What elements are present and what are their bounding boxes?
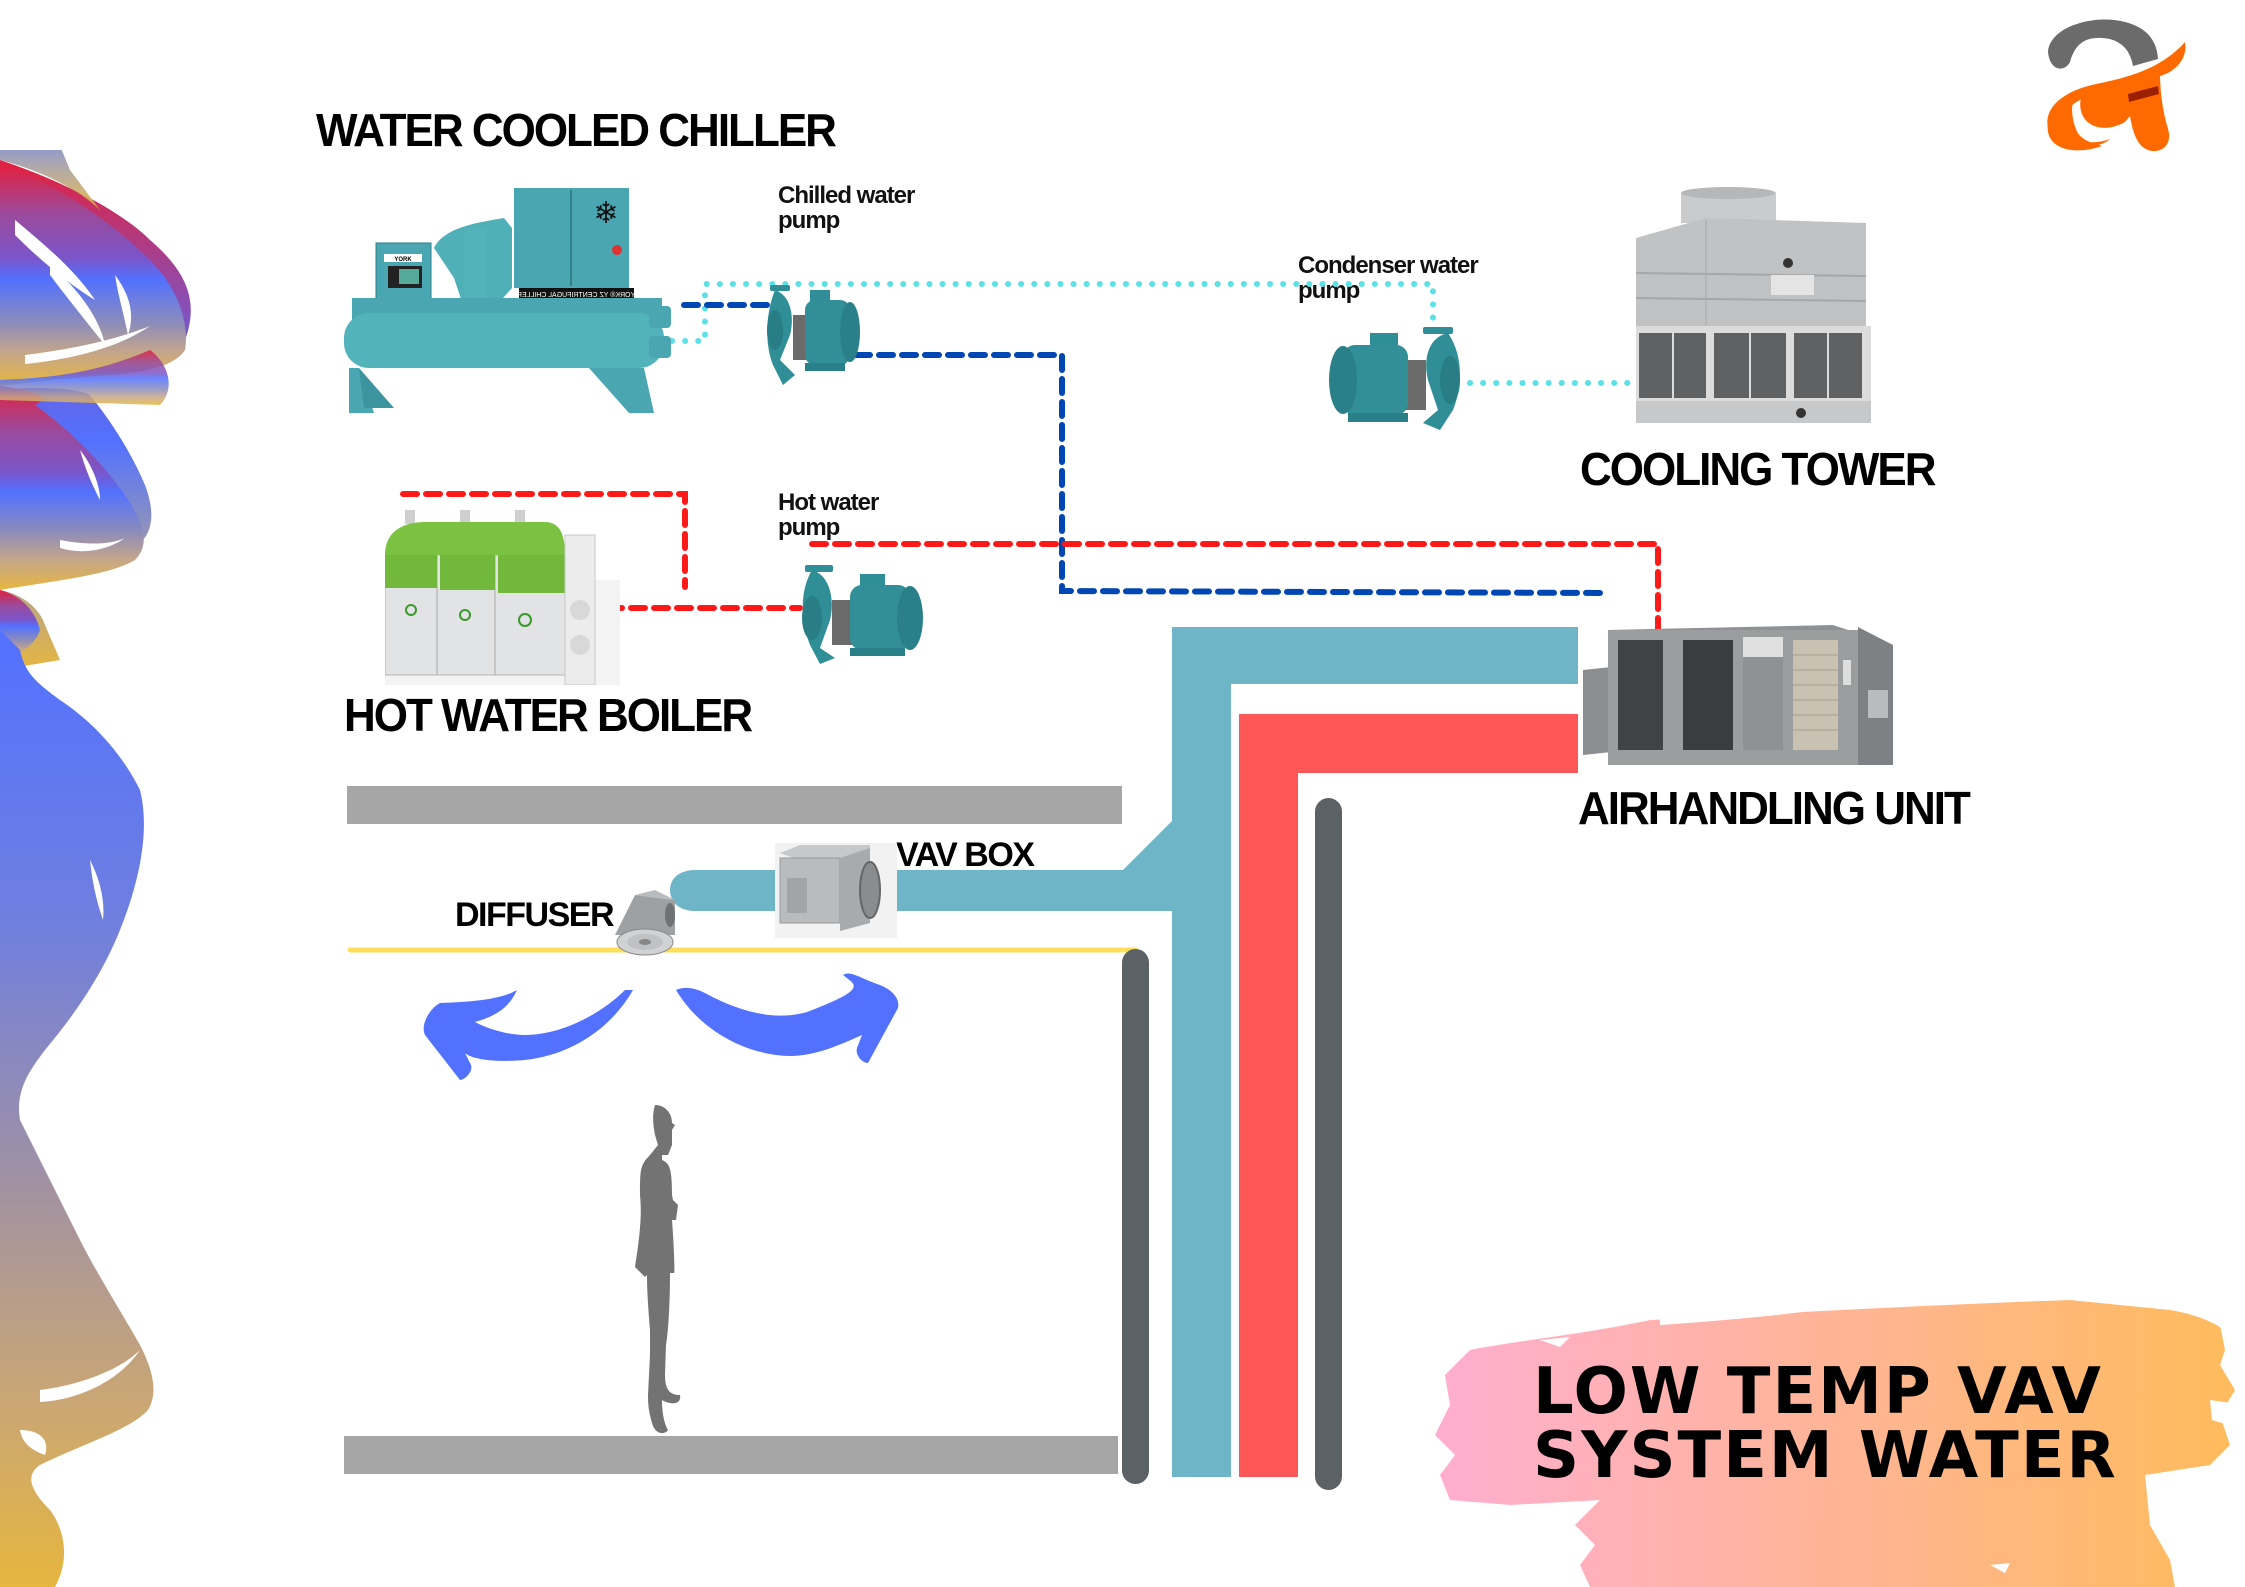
diffuser-image (615, 890, 675, 956)
hot-pump-label-line1: Hot water (778, 489, 879, 516)
title-banner-brush (1435, 1300, 2245, 1587)
wall-left (1122, 949, 1149, 1484)
floor-slab (344, 1436, 1118, 1474)
chilled-water-pump-label: Chilled water pump (778, 182, 915, 234)
hot-pump-label-line2: pump (778, 514, 840, 541)
water-cooled-chiller-image: ❄ YORK YORK® YZ CENTRIFUGAL CHILLER (344, 188, 671, 413)
chiller-nameplate: YORK® YZ CENTRIFUGAL CHILLER (517, 291, 635, 299)
hot-water-boiler-image (385, 510, 620, 685)
ceiling-slab (347, 786, 1122, 824)
decorative-brush-stroke-bottom (0, 630, 154, 1587)
airflow-arrow-right (676, 973, 899, 1063)
ahu-label: AIRHANDLING UNIT (1578, 782, 1971, 835)
diagram-title: LOW TEMP VAV SYSTEM WATER (1533, 1360, 2118, 1488)
supply-air-duct (1172, 627, 1578, 1477)
diagram-title-line1: LOW TEMP VAV (1533, 1355, 2103, 1429)
condenser-water-pipe (669, 281, 1436, 344)
hot-water-pump-image (802, 565, 923, 664)
condenser-pump-label-line1: Condenser water (1298, 252, 1479, 279)
hot-water-pump-label: Hot water pump (778, 489, 879, 541)
cooling-tower-image (1636, 187, 1871, 423)
chilled-water-pump-image (767, 285, 860, 385)
air-handling-unit-image (1583, 625, 1893, 765)
brand-logo-icon (2047, 19, 2186, 152)
boiler-label: HOT WATER BOILER (344, 689, 753, 742)
chilled-pump-label-line1: Chilled water (778, 182, 915, 209)
branch-duct (895, 821, 1172, 911)
chiller-panel-brand: YORK (394, 257, 412, 263)
airflow-arrow-left (423, 990, 633, 1080)
diffuser-label: DIFFUSER (455, 896, 615, 934)
occupant-silhouette-icon (635, 1105, 681, 1434)
branch-duct-to-diffuser (670, 870, 775, 911)
return-air-duct (1239, 714, 1578, 1477)
chilled-pump-label-line2: pump (778, 207, 840, 234)
wall-right (1315, 798, 1342, 1490)
snowflake-icon: ❄ (593, 196, 618, 231)
decorative-brush-stroke-lower (0, 165, 186, 660)
hot-water-pipe-to-ahu (809, 541, 1661, 638)
condenser-water-pump-image (1329, 327, 1460, 430)
vav-box-label: VAV BOX (896, 836, 1035, 874)
chilled-water-pipe-to-ahu (853, 352, 1608, 596)
vav-box-image (775, 843, 897, 938)
diagram-title-line2: SYSTEM WATER (1533, 1419, 2118, 1493)
cooling-tower-label: COOLING TOWER (1580, 443, 1937, 496)
hot-water-return-pipe (400, 491, 688, 590)
chiller-label: WATER COOLED CHILLER (316, 104, 837, 157)
